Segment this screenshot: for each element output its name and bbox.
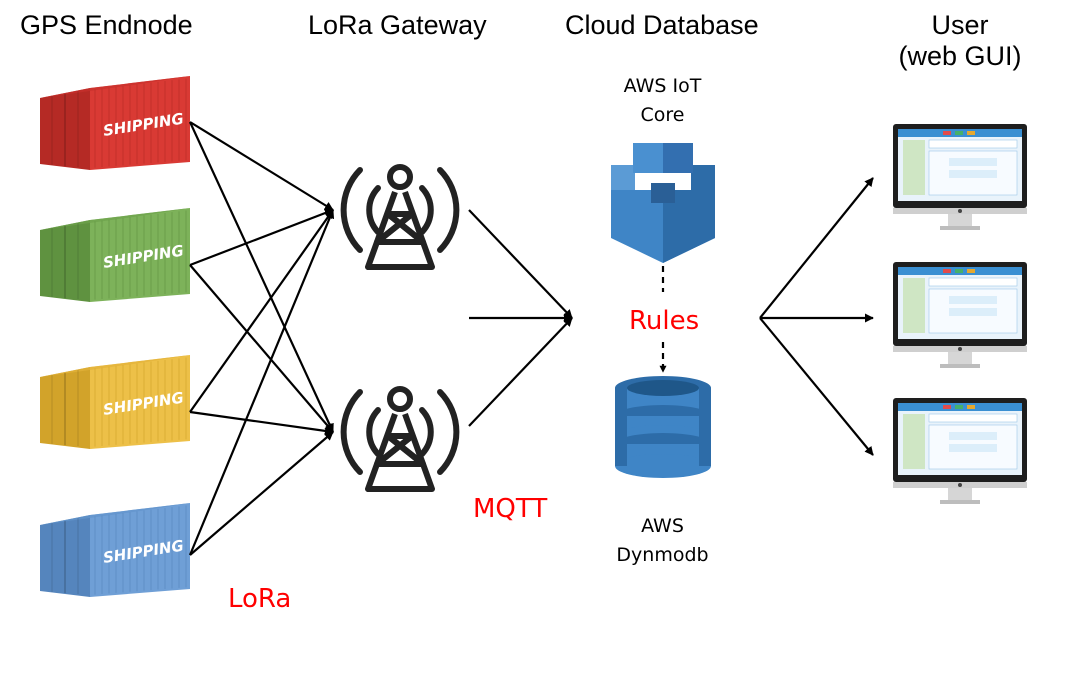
link-c4-g2 xyxy=(189,431,334,556)
link-c2-g1 xyxy=(189,208,334,267)
mqtt-links xyxy=(468,209,573,427)
shipping-container-icon: SHIPPING xyxy=(40,355,190,449)
link-cloud-user3 xyxy=(759,317,874,456)
shipping-container-icon: SHIPPING xyxy=(40,208,190,302)
shipping-container-icon: SHIPPING xyxy=(40,503,190,597)
aws-dynamodb-label: AWS Dynmodb xyxy=(600,512,725,570)
link-c2-g2 xyxy=(189,264,334,433)
heading-user-line1: User xyxy=(931,10,989,40)
aws-iot-core-icon xyxy=(611,143,715,263)
user-links xyxy=(759,177,874,456)
link-c4-g1 xyxy=(188,209,335,556)
lora-protocol-label: LoRa xyxy=(228,584,292,614)
link-g2-cloud xyxy=(468,317,573,427)
monitor-icon xyxy=(893,398,1027,504)
monitor-icon xyxy=(893,124,1027,230)
aws-dynamodb-label-line1: AWS xyxy=(641,515,684,537)
monitor-icon xyxy=(893,262,1027,368)
heading-lora-gateway: LoRa Gateway xyxy=(308,10,487,40)
containers-group: SHIPPING SHIPPING SHIPPING SHIPPING xyxy=(40,76,190,597)
aws-dynamodb-icon xyxy=(615,376,711,478)
heading-user-line2: (web GUI) xyxy=(898,41,1022,71)
lora-links xyxy=(188,121,335,556)
link-c1-g1 xyxy=(189,121,334,211)
radio-tower-icon xyxy=(340,386,460,492)
aws-iot-core-label: AWS IoT Core xyxy=(600,72,725,130)
link-c1-g2 xyxy=(189,121,334,433)
link-c3-g1 xyxy=(189,209,334,413)
aws-dynamodb-label-line2: Dynmodb xyxy=(616,544,709,566)
rules-label: Rules xyxy=(629,306,700,336)
aws-iot-core-label-line1: AWS IoT xyxy=(623,75,702,97)
heading-gps-endnode: GPS Endnode xyxy=(20,10,193,40)
link-c3-g2 xyxy=(189,410,334,436)
link-cloud-user1 xyxy=(759,177,874,319)
mqtt-protocol-label: MQTT xyxy=(473,494,548,524)
heading-user: User (web GUI) xyxy=(885,10,1035,72)
shipping-container-icon: SHIPPING xyxy=(40,76,190,170)
link-g1-cloud xyxy=(468,209,573,319)
aws-iot-core-label-line2: Core xyxy=(640,104,685,126)
radio-tower-icon xyxy=(340,164,460,270)
heading-cloud-database: Cloud Database xyxy=(565,10,759,40)
